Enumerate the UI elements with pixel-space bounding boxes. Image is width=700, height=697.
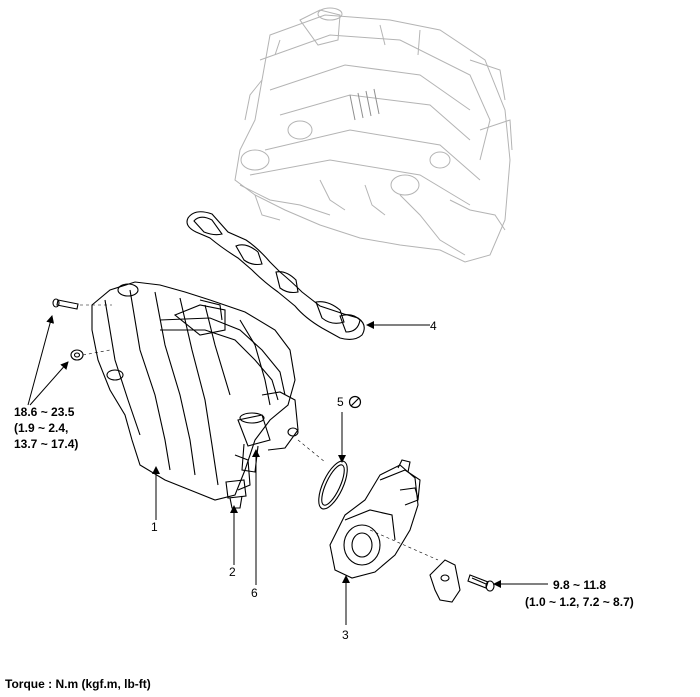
callout-5: 5 bbox=[337, 395, 344, 409]
leader-lines bbox=[27, 315, 548, 625]
o-ring bbox=[318, 460, 348, 510]
throttle-bracket bbox=[429, 559, 461, 603]
torque-unit-note: Torque : N.m (kgf.m, lb-ft) bbox=[5, 677, 151, 691]
throttle-body bbox=[329, 459, 421, 579]
bolt-right bbox=[467, 574, 495, 592]
torque-left-line1: 18.6 ~ 23.5 bbox=[14, 405, 75, 419]
callout-3: 3 bbox=[342, 628, 349, 642]
callout-1: 1 bbox=[151, 520, 158, 534]
manifold-gasket bbox=[186, 211, 365, 341]
torque-left-line3: 13.7 ~ 17.4) bbox=[14, 437, 79, 451]
callout-4: 4 bbox=[430, 319, 437, 333]
bolt-left bbox=[52, 298, 79, 310]
torque-left-line2: (1.9 ~ 2.4, bbox=[14, 421, 69, 435]
torque-right-line2: (1.0 ~ 1.2, 7.2 ~ 8.7) bbox=[525, 595, 634, 609]
no-reuse-icon bbox=[348, 395, 362, 409]
map-sensor bbox=[225, 479, 247, 509]
nut-left bbox=[70, 349, 84, 361]
engine-block-illustration bbox=[234, 7, 513, 263]
intake-manifold bbox=[91, 281, 299, 501]
callout-6: 6 bbox=[251, 586, 258, 600]
alignment-guides bbox=[80, 304, 439, 561]
callout-2: 2 bbox=[229, 565, 236, 579]
torque-right-line1: 9.8 ~ 11.8 bbox=[553, 578, 607, 592]
